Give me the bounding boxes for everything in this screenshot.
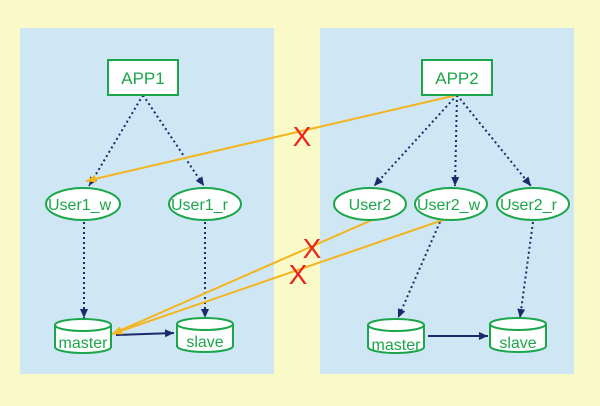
blocked-mark-3: X — [289, 259, 308, 290]
user2r-label: User2_r — [500, 197, 558, 214]
user2w-label: User2_w — [417, 197, 481, 214]
blocked-mark-1: X — [293, 121, 312, 152]
user1w-node — [45, 187, 121, 221]
master1-label: master — [59, 335, 109, 352]
user1r-label: User1_r — [171, 197, 229, 214]
replication-left — [115, 329, 175, 338]
app2-label: APP2 — [435, 69, 478, 88]
slave1-label: slave — [186, 334, 223, 351]
master2-db: master — [367, 318, 425, 354]
user1r-node — [168, 187, 242, 221]
user2-label: User2 — [349, 197, 392, 214]
edge-app2-user2w — [451, 94, 460, 187]
app1-box — [107, 59, 179, 96]
slave2-label: slave — [499, 335, 536, 352]
user2w-node — [414, 187, 488, 221]
app1-label: APP1 — [121, 69, 164, 88]
master2-label: master — [372, 337, 422, 354]
user2-node — [333, 187, 407, 221]
blocked-edge-app2-user1w — [85, 94, 458, 183]
user2r-node — [496, 187, 570, 221]
slave1-db: slave — [176, 317, 234, 353]
edge-user2r-slave — [517, 221, 534, 319]
blocked-mark-2: X — [303, 233, 322, 264]
blocked-edge-user2-master1 — [111, 219, 373, 335]
slave2-db: slave — [489, 317, 547, 353]
edge-app2-user2 — [373, 94, 458, 187]
user1w-label: User1_w — [48, 197, 112, 214]
edge-app1-user1r — [142, 94, 205, 187]
app2-box — [421, 59, 493, 96]
master1-db: master — [54, 318, 112, 354]
blocked-edge-user2w-master1 — [111, 219, 444, 335]
